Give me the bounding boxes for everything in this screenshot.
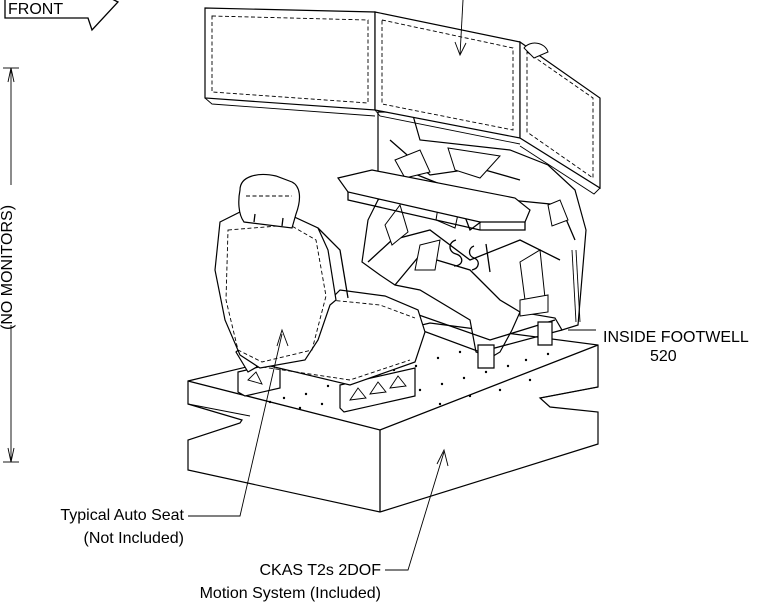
center-monitor [374, 0, 521, 145]
height-dimension: (NO MONITORS) [0, 67, 19, 463]
seat-label: Typical Auto Seat [60, 507, 184, 524]
frame-logo-cutout [449, 239, 491, 273]
keyboard-desk [336, 169, 531, 231]
floor-rails [344, 294, 563, 369]
triple-monitors [204, 0, 601, 195]
right-monitor [519, 40, 601, 195]
callout-leaders [188, 328, 596, 571]
motion-system-note: Motion System (Included) [200, 585, 381, 602]
motion-system-label: CKAS T2s 2DOF [259, 562, 381, 579]
dimension-label: (NO MONITORS) [0, 205, 16, 330]
footwell-label: INSIDE FOOTWELL [603, 329, 749, 346]
seat-note: (Not Included) [84, 530, 185, 547]
front-arrow-tag: FRONT [4, 0, 120, 32]
footwell-value: 520 [650, 348, 677, 365]
left-monitor [204, 7, 376, 117]
seat-assembly [214, 173, 426, 413]
annotations: INSIDE FOOTWELL 520 Typical Auto Seat (N… [60, 329, 749, 602]
front-label: FRONT [8, 1, 63, 18]
